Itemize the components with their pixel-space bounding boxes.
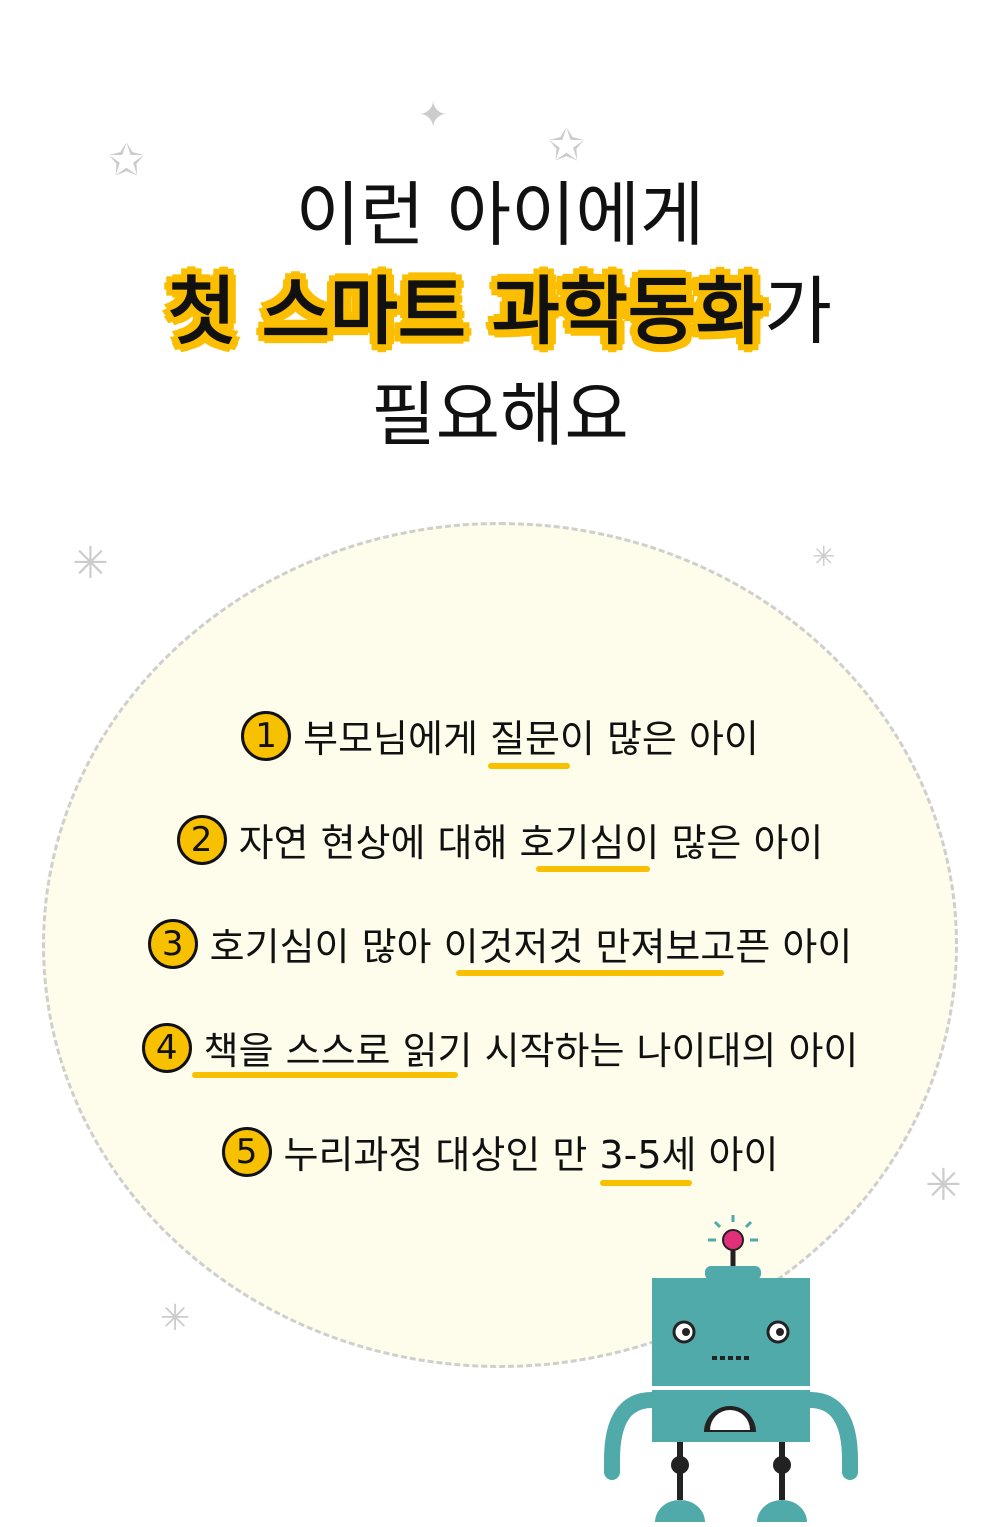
highlight-underline [600,1180,692,1186]
item-text: 누리과정 대상인 만 3-5세 아이 [283,1133,779,1177]
number-badge: 3 [147,918,198,969]
highlight-underline [192,1072,458,1078]
item-text: 책을 스스로 읽기 시작하는 나이대의 아이 [203,1029,859,1073]
sparkle-icon: ✳ [812,540,836,573]
title-suffix: 가 [764,269,833,355]
highlight-underline [488,763,570,769]
item-text: 호기심이 많아 이것저것 만져보고픈 아이 [209,925,853,969]
highlight-underline [456,970,724,976]
star-icon: ✩ [548,120,585,171]
title-line-2: 첫 스마트 과학동화가 [0,275,1000,349]
number-badge: 1 [241,710,292,761]
robot-illustration [604,1215,858,1522]
star-icon: ✦ [418,95,449,136]
sparkle-icon: ✳ [160,1298,191,1339]
highlight-underline [536,866,650,872]
number-badge: 5 [221,1126,272,1177]
title-line-1: 이런 아이에게 [295,174,705,256]
number-badge: 2 [176,814,227,865]
title-highlight: 첫 스마트 과학동화 [167,269,765,355]
star-icon: ✩ [108,135,145,186]
item-text: 자연 현상에 대해 호기심이 많은 아이 [238,821,824,865]
item-text: 부모님에게 질문이 많은 아이 [303,717,759,761]
number-badge: 4 [141,1022,192,1073]
title-line-3: 필요해요 [371,374,629,456]
sparkle-icon: ✳ [72,538,109,589]
sparkle-icon: ✳ [925,1160,962,1211]
